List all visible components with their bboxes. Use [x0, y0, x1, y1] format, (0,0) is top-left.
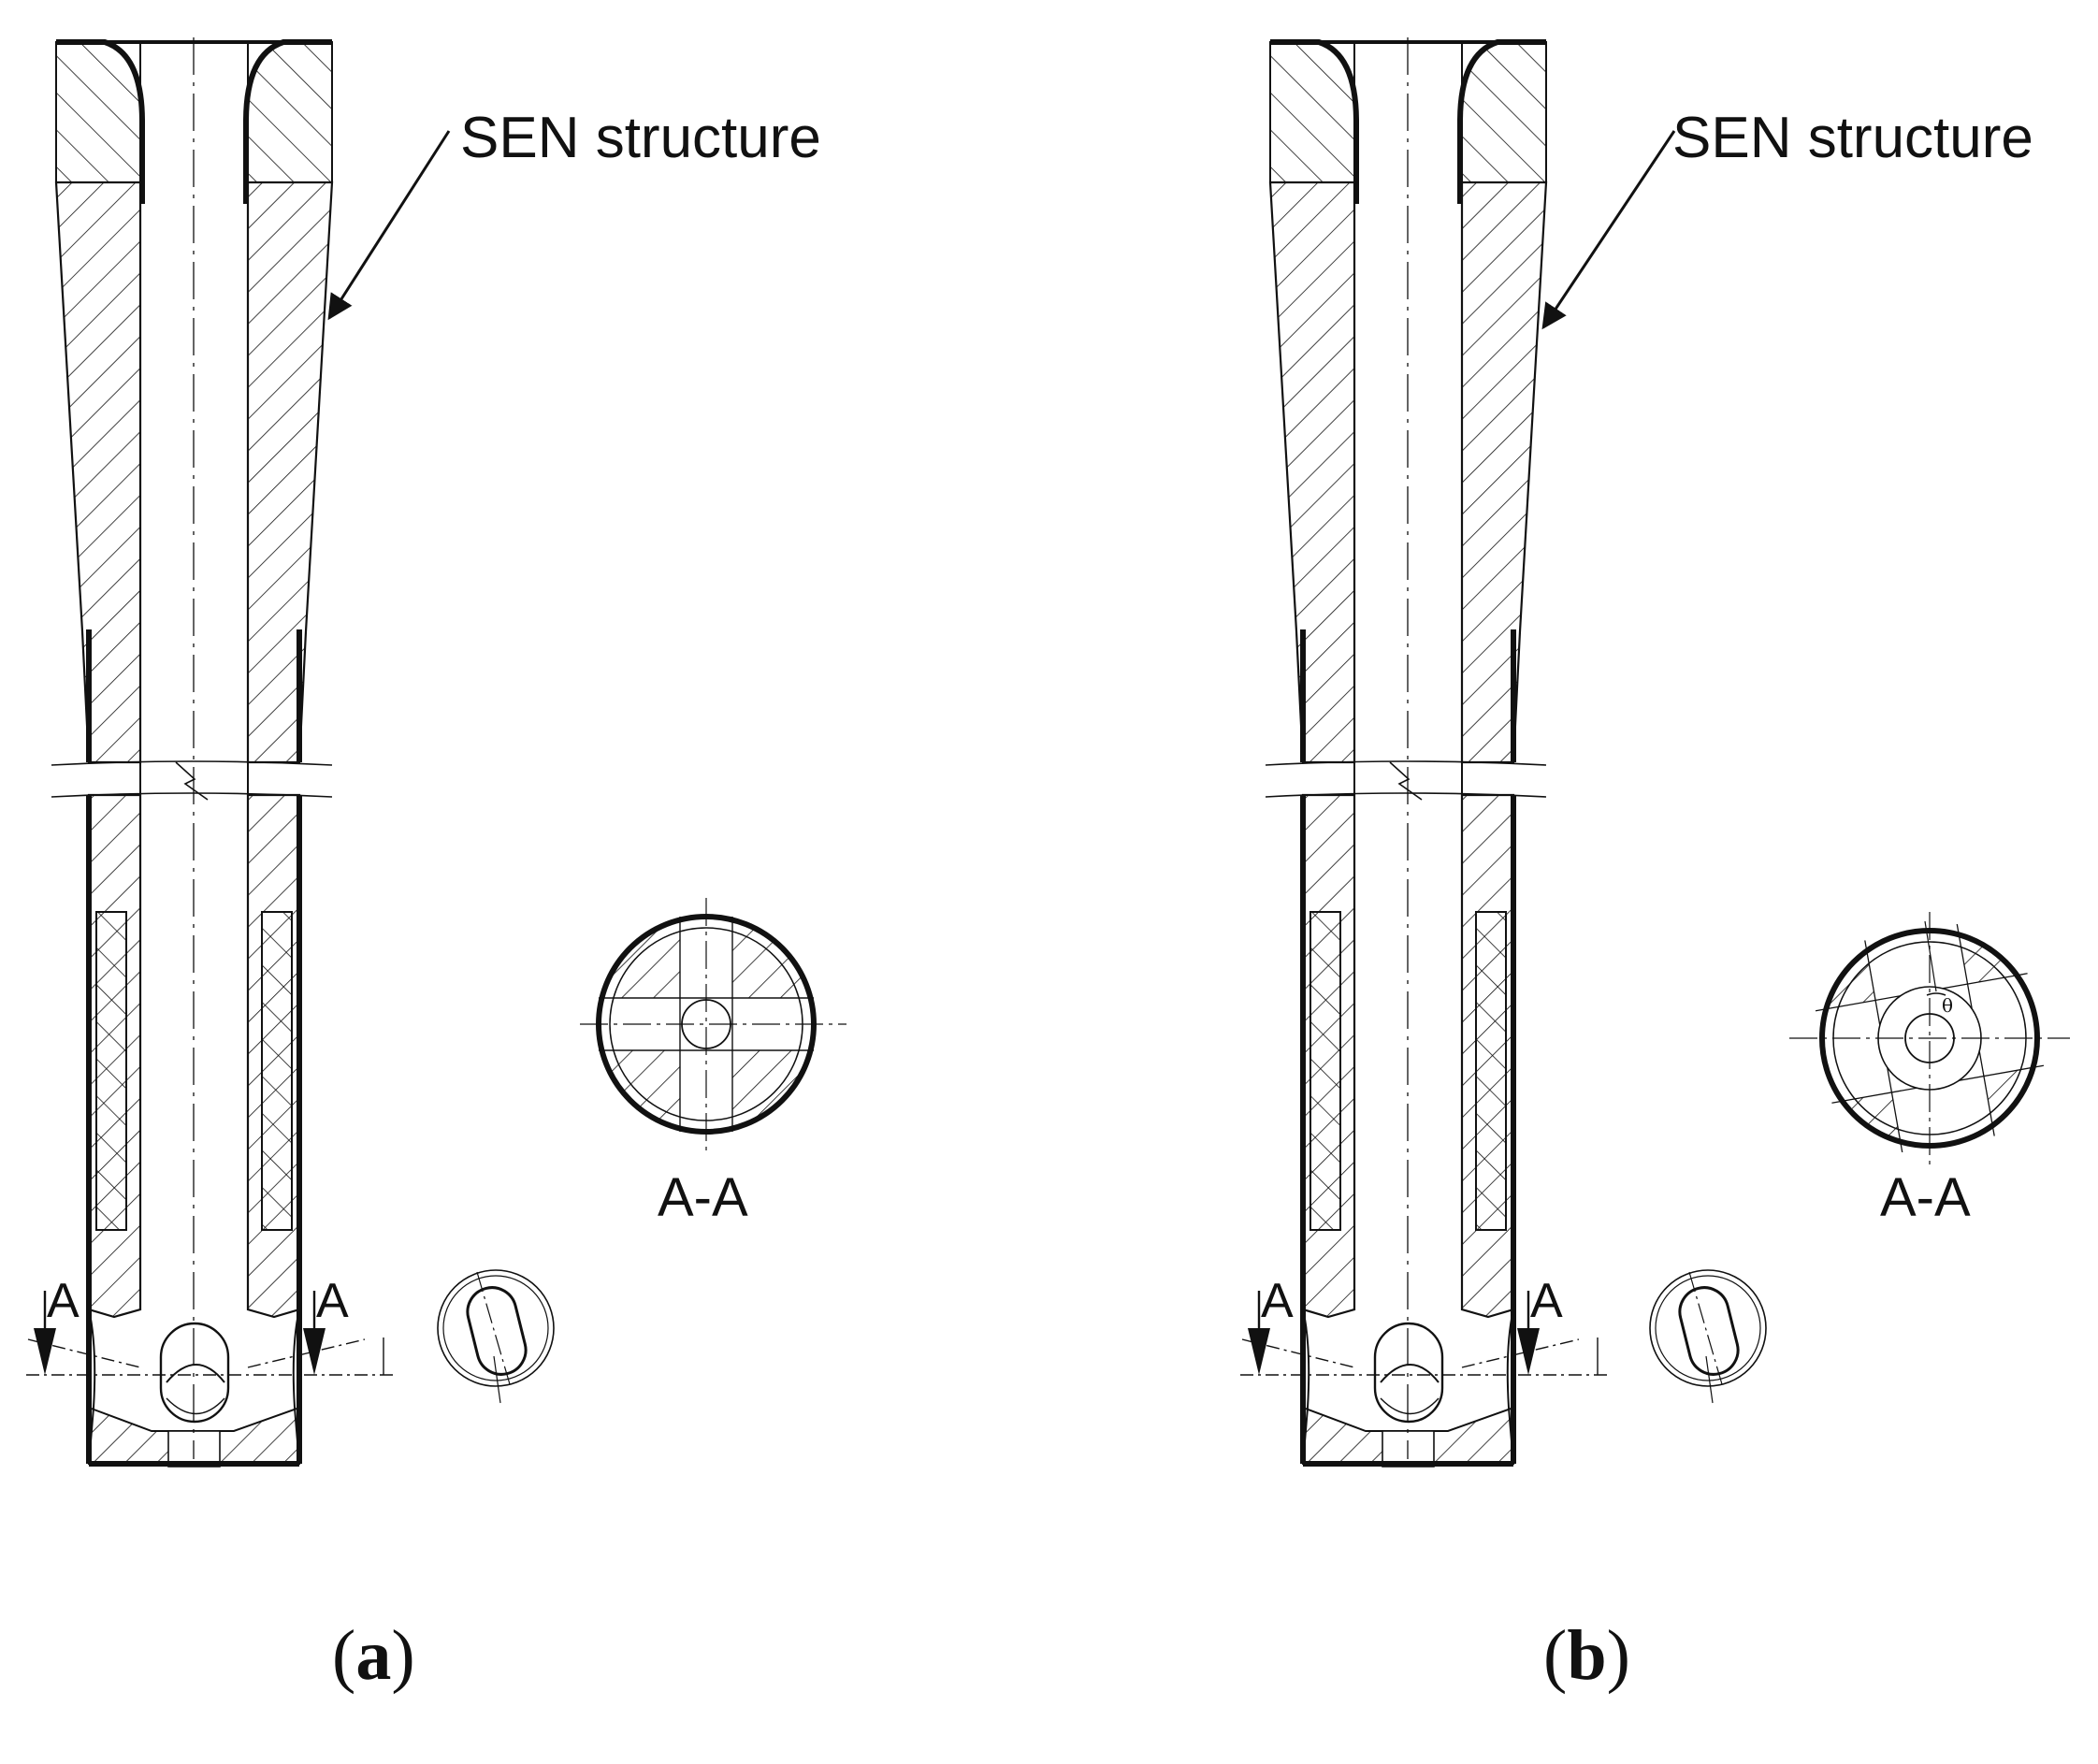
section-view-a: [580, 898, 846, 1150]
section-label-b: A-A: [1880, 1167, 1971, 1228]
callout-arrow-icon: [1541, 130, 1676, 330]
section-label-a: A-A: [658, 1167, 748, 1228]
cut-mark-left: A: [1261, 1274, 1294, 1328]
panel-b: SEN structure A A θ: [1240, 37, 2070, 1695]
nozzle-drawing-a: [26, 37, 393, 1467]
angle-theta-label: θ: [1942, 994, 1953, 1017]
panel-label-b: (b): [1543, 1616, 1630, 1695]
sen-structure-label: SEN structure: [460, 106, 821, 170]
panel-a: SEN structure A A A-A: [26, 37, 846, 1695]
cut-mark-left: A: [47, 1274, 80, 1328]
cut-mark-right: A: [1530, 1274, 1563, 1328]
nozzle-drawing-b: [1240, 37, 1607, 1467]
cut-mark-right: A: [316, 1274, 349, 1328]
sen-structure-label: SEN structure: [1672, 106, 2033, 170]
callout-arrow-icon: [327, 130, 451, 321]
section-view-b: [1789, 912, 2070, 1164]
port-detail-a: [437, 1269, 555, 1404]
port-detail-b: [1649, 1269, 1767, 1404]
panel-label-a: (a): [332, 1616, 415, 1695]
